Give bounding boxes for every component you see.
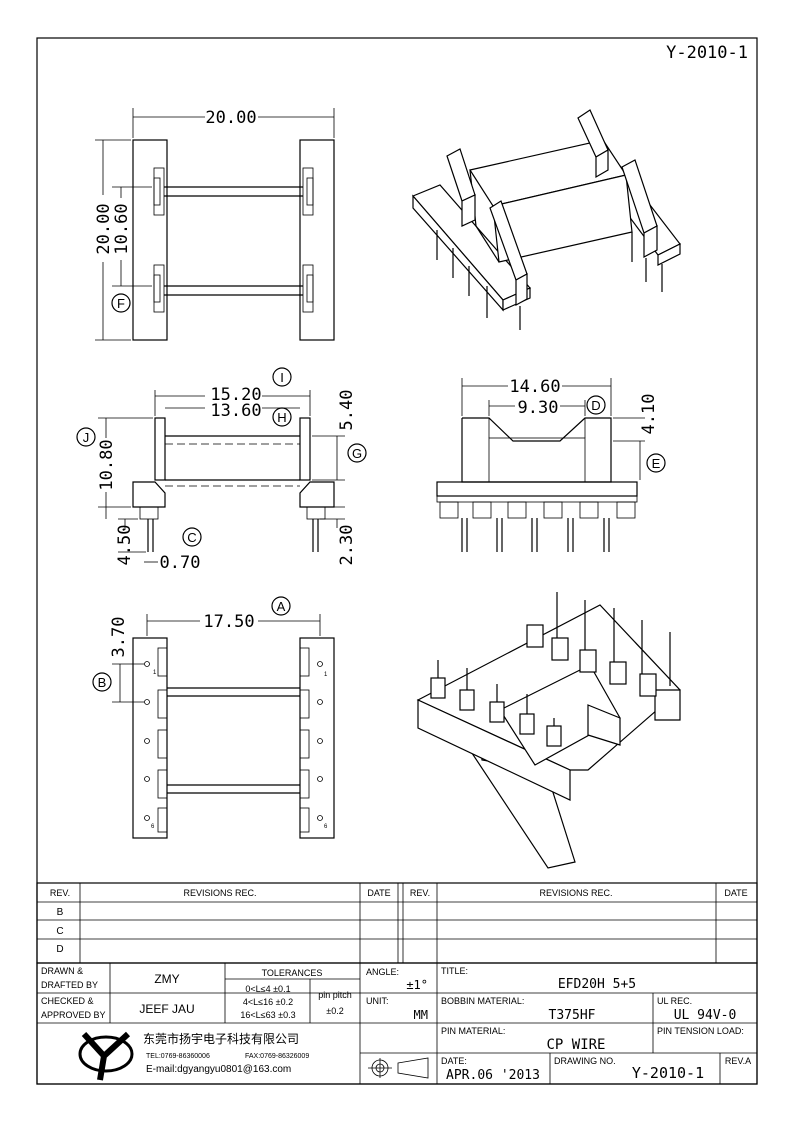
rec-header-r: REVISIONS REC. [539, 888, 612, 898]
sheet-border [36, 37, 758, 1085]
drawing-no: Y-2010-1 [632, 1064, 704, 1082]
tolerances-label: TOLERANCES [262, 968, 323, 978]
dim-front-width: 15.20 [210, 385, 261, 405]
callout-h: H [277, 410, 286, 425]
pin-mark-r-6: 6 [324, 824, 328, 830]
bottom-view: 1 6 1 6 17.50 A 3.70 B [92, 596, 335, 839]
dim-top-height: 20.00 [94, 203, 114, 254]
dim-top-pitch: 10.60 [112, 203, 132, 254]
pin-mark-r-1: 1 [324, 672, 328, 678]
tol-row-2: 4<L≤16 ±0.2 [243, 997, 293, 1007]
angle-label: ANGLE: [366, 967, 399, 977]
rev-row-c: C [56, 926, 63, 937]
pin-material-label: PIN MATERIAL: [441, 1026, 505, 1036]
bobbin-material: T375HF [549, 1008, 596, 1023]
dim-front-inner: 13.60 [210, 401, 261, 421]
dim-side-width: 14.60 [509, 377, 560, 397]
pin-pitch-tol: ±0.2 [326, 1006, 343, 1016]
date-header-r: DATE [724, 888, 747, 898]
callout-a: A [277, 599, 286, 614]
front-view: 15.20 13.60 I H 10.80 J 5.40 G 4.50 0.70 [76, 367, 367, 573]
company-fax: FAX:0769-86326009 [245, 1053, 309, 1060]
tol-row-3: 16<L≤63 ±0.3 [240, 1010, 295, 1020]
rev-header-l: REV. [50, 888, 70, 898]
top-left-flange [132, 139, 168, 341]
iso-view-top [411, 109, 681, 330]
dim-front-pin-len: 4.50 [115, 525, 135, 566]
company-logo-icon [78, 1031, 134, 1081]
projection-symbol-icon [368, 1057, 429, 1079]
callout-c: C [187, 530, 196, 545]
revisions-table: REV. REVISIONS REC. DATE REV. REVISIONS … [36, 882, 758, 964]
dim-side-slot-depth: 4.10 [639, 394, 659, 435]
rev-label: REV.A [725, 1056, 751, 1066]
callout-i: I [280, 370, 284, 385]
date-value: APR.06 '2013 [446, 1068, 540, 1083]
dim-bottom-pin-row: 17.50 [203, 612, 254, 632]
callout-f-circle [111, 293, 131, 313]
callout-f: F [117, 296, 125, 311]
drawn-by: ZMY [154, 972, 179, 986]
title-label: TITLE: [441, 966, 468, 976]
checked-label: CHECKED &APPROVED BY [41, 996, 106, 1020]
drawing-id-corner: Y-2010-1 [666, 43, 748, 63]
rev-header-r: REV. [410, 888, 430, 898]
iso-view-bottom [416, 592, 681, 869]
pin-tension-label: PIN TENSION LOAD: [657, 1026, 744, 1036]
pin-mark-l-1: 1 [153, 670, 157, 676]
company-email: E-mail:dgyangyu0801@163.com [146, 1064, 291, 1075]
callout-g: G [352, 446, 362, 461]
top-view: 20.00 20.00 10.60 F [94, 108, 335, 341]
dim-front-flange: 5.40 [337, 390, 357, 431]
dim-bottom-pin-pitch: 3.70 [109, 617, 129, 658]
dim-front-height: 10.80 [97, 439, 117, 490]
bobbin-material-label: BOBBIN MATERIAL: [441, 996, 524, 1006]
rev-row-b: B [57, 907, 64, 918]
approved-by: JEEF JAU [139, 1002, 194, 1016]
ul-rec-label: UL REC. [657, 996, 692, 1006]
date-label: DATE: [441, 1056, 467, 1066]
drawn-label: DRAWN &DRAFTED BY [41, 966, 98, 990]
callout-b: B [98, 675, 107, 690]
company-tel: TEL:0769-86360006 [146, 1053, 210, 1060]
title-value: EFD20H 5+5 [558, 977, 636, 992]
dim-front-pin-dia: 0.70 [160, 553, 201, 573]
rec-header-l: REVISIONS REC. [183, 888, 256, 898]
rev-row-d: D [56, 944, 63, 955]
side-view: 14.60 9.30 D 4.10 E [436, 377, 666, 552]
pin-material: CP WIRE [546, 1037, 605, 1053]
dim-front-standoff: 2.30 [337, 525, 357, 566]
dim-side-slot: 9.30 [518, 398, 559, 418]
date-header-l: DATE [367, 888, 390, 898]
unit-value: MM [414, 1008, 428, 1022]
unit-label: UNIT: [366, 996, 389, 1006]
ul-rec: UL 94V-0 [674, 1008, 737, 1023]
title-block: DRAWN &DRAFTED BY ZMY CHECKED &APPROVED … [36, 962, 758, 1085]
callout-e: E [652, 456, 661, 471]
callout-j: J [83, 430, 90, 445]
pin-pitch-label: pin pitch [318, 990, 352, 1000]
company-name: 东莞市扬宇电子科技有限公司 [143, 1031, 299, 1046]
callout-d: D [591, 398, 600, 413]
pin-mark-l-6: 6 [151, 824, 155, 830]
tol-row-1: 0<L≤4 ±0.1 [245, 984, 290, 994]
drawing-no-label: DRAWING NO. [554, 1056, 616, 1066]
dim-top-width: 20.00 [205, 108, 256, 128]
angle-value: ±1° [406, 978, 428, 992]
top-right-flange [299, 139, 335, 341]
